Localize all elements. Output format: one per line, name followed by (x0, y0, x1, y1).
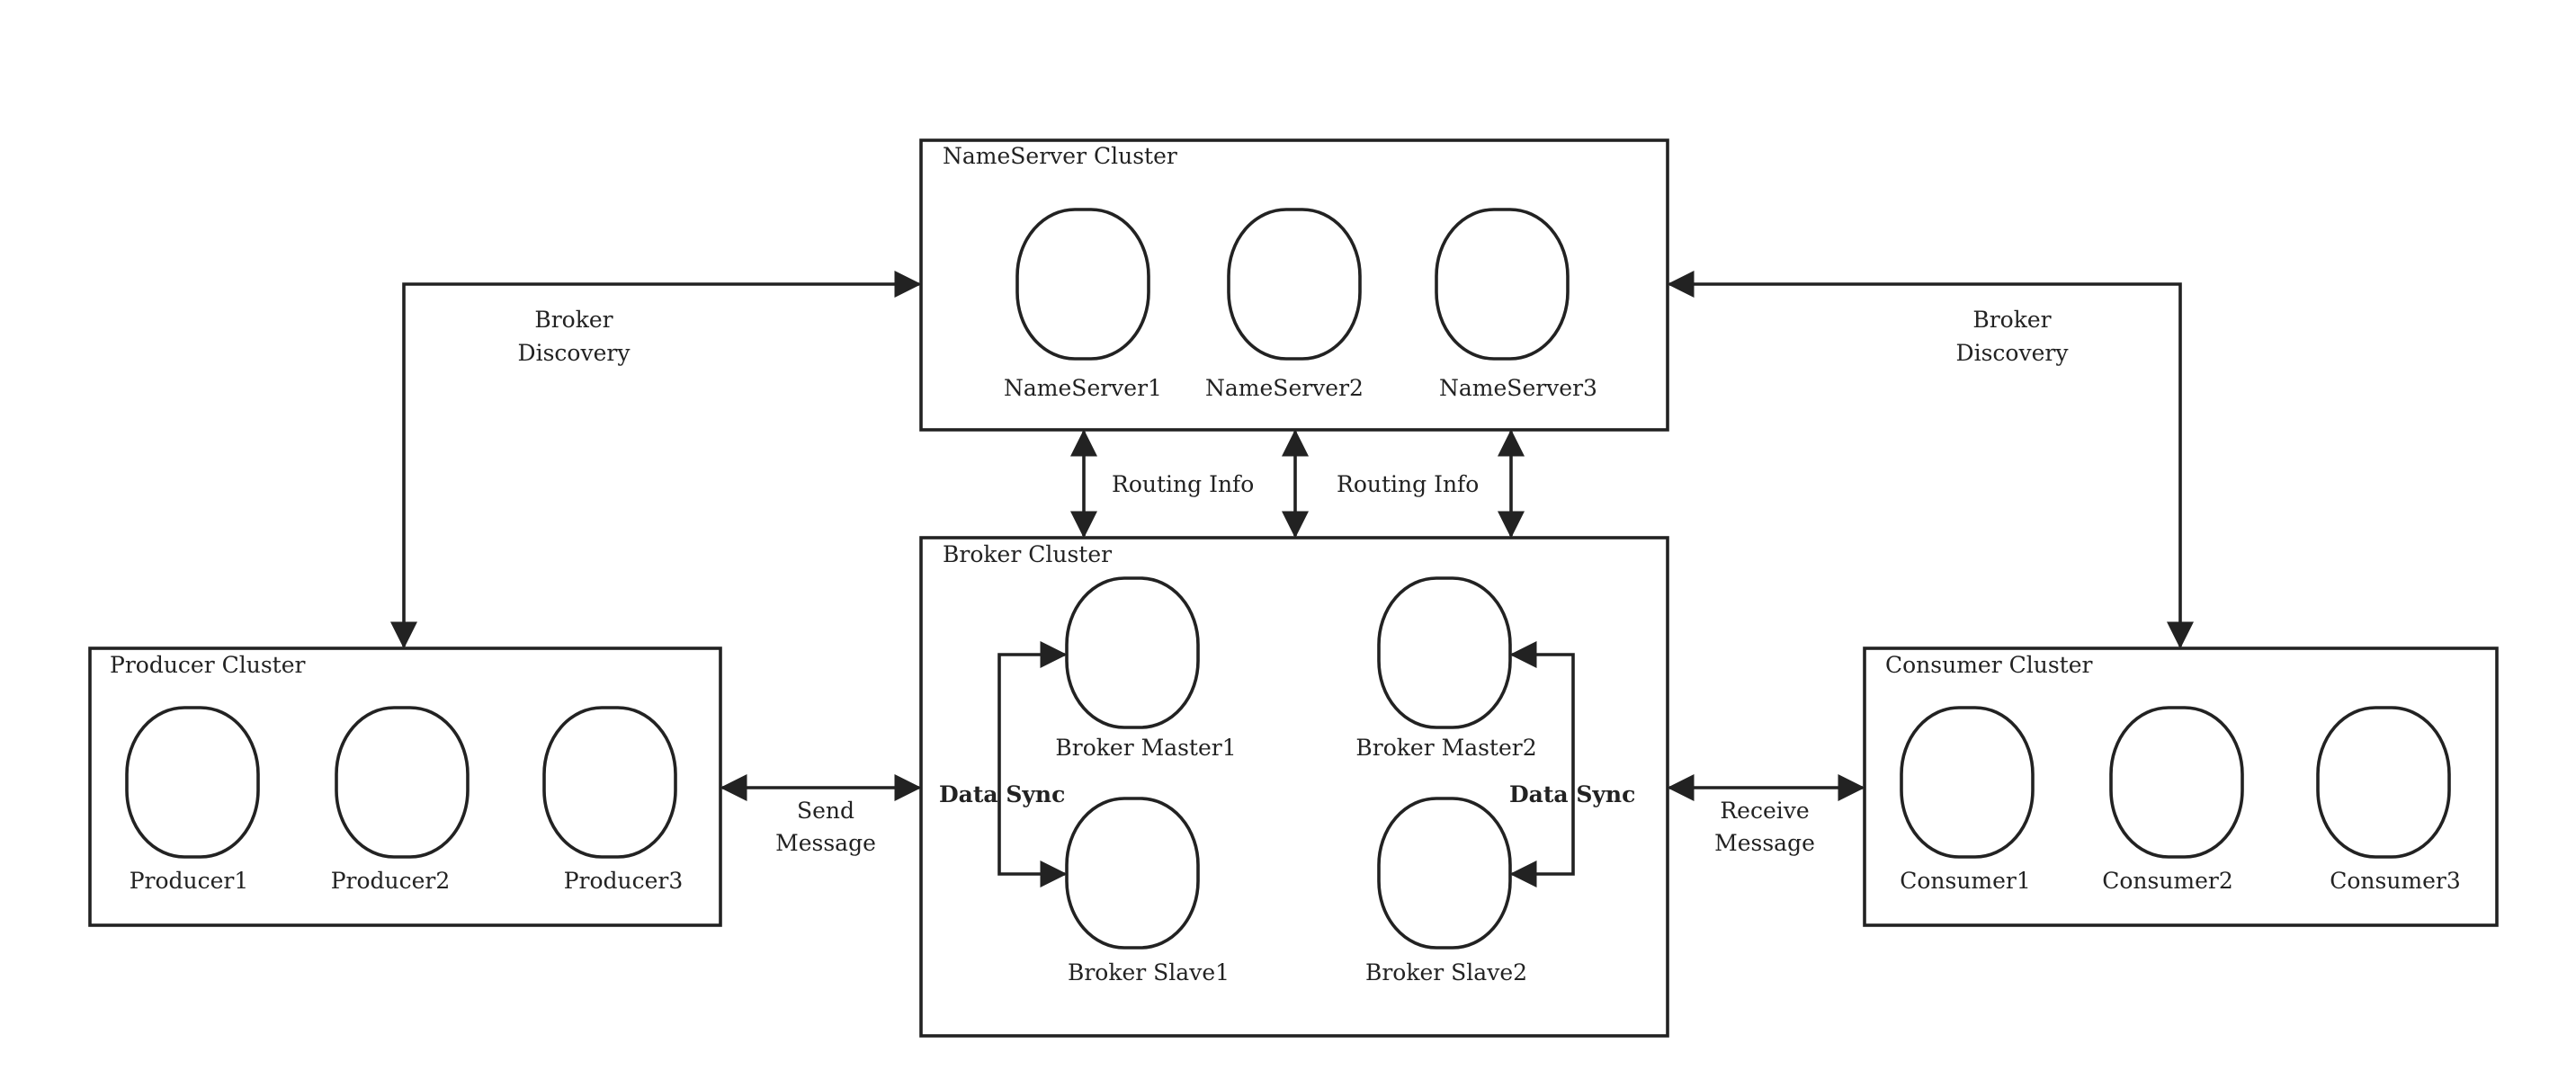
data-sync-left-edge (997, 641, 1068, 887)
producer2-node: Producer2 (331, 706, 470, 894)
receive-message-label-line1: Receive (1720, 798, 1809, 824)
producer3-node: Producer3 (542, 706, 684, 894)
producer2-label: Producer2 (331, 868, 451, 894)
producer1-label: Producer1 (130, 868, 249, 894)
consumer3-label: Consumer3 (2330, 868, 2461, 894)
broker-master1-label: Broker Master1 (1055, 735, 1236, 761)
broker-slave1-node: Broker Slave1 (1065, 797, 1230, 985)
receive-message-label-line2: Message (1714, 830, 1815, 856)
consumer-cluster-title: Consumer Cluster (1885, 652, 2093, 678)
consumer2-shape (2109, 706, 2244, 859)
broker-cluster-title: Broker Cluster (943, 541, 1112, 567)
broker-master2-node: Broker Master2 (1355, 576, 1537, 761)
producer1-shape (125, 706, 260, 859)
routing-info-label-1: Routing Info (1112, 471, 1254, 497)
data-sync-right-edge (1509, 641, 1575, 887)
producer-cluster-title: Producer Cluster (110, 652, 306, 678)
nameserver-cluster-title: NameServer Cluster (943, 143, 1177, 169)
data-sync-right-label: Data Sync (1509, 781, 1635, 807)
broker-discovery-right-label-line2: Discovery (1956, 340, 2070, 366)
producer-cluster: Producer Cluster Producer1 Producer2 Pro… (88, 647, 722, 927)
nameserver2-label: NameServer2 (1205, 375, 1364, 401)
nameserver1-label: NameServer1 (1004, 375, 1162, 401)
broker-master1-node: Broker Master1 (1055, 576, 1237, 761)
nameserver3-shape (1435, 208, 1570, 361)
send-message-label-line2: Message (775, 830, 876, 856)
broker-slave1-label: Broker Slave1 (1068, 959, 1230, 985)
send-message-label-line1: Send (797, 798, 854, 824)
broker-slave2-shape (1377, 797, 1512, 950)
nameserver-cluster: NameServer Cluster NameServer1 NameServe… (919, 138, 1669, 432)
consumer3-shape (2316, 706, 2451, 859)
nameserver1-node: NameServer1 (1004, 208, 1162, 401)
nameserver3-label: NameServer3 (1439, 375, 1597, 401)
broker-master1-shape (1065, 576, 1200, 729)
broker-cluster: Broker Cluster Broker Master1 Broker Mas… (919, 536, 1669, 1038)
nameserver2-node: NameServer2 (1205, 208, 1364, 401)
nameserver1-shape (1015, 208, 1150, 361)
broker-master2-shape (1377, 576, 1512, 729)
consumer1-node: Consumer1 (1900, 706, 2035, 894)
nameserver2-shape (1227, 208, 1362, 361)
consumer2-node: Consumer2 (2102, 706, 2244, 894)
consumer3-node: Consumer3 (2316, 706, 2461, 894)
broker-discovery-left-label-line2: Discovery (518, 340, 631, 366)
broker-discovery-right-edge (1667, 271, 2194, 649)
producer2-shape (335, 706, 470, 859)
consumer2-label: Consumer2 (2102, 868, 2233, 894)
broker-discovery-right-label-line1: Broker (1972, 307, 2051, 333)
producer1-node: Producer1 (125, 706, 260, 894)
broker-slave1-shape (1065, 797, 1200, 950)
broker-slave2-label: Broker Slave2 (1365, 959, 1527, 985)
consumer-cluster: Consumer Cluster Consumer1 Consumer2 Con… (1863, 647, 2499, 927)
producer3-label: Producer3 (564, 868, 684, 894)
broker-discovery-left-edge (390, 271, 922, 649)
routing-info-label-2: Routing Info (1337, 471, 1479, 497)
consumer1-shape (1900, 706, 2035, 859)
data-sync-left-label: Data Sync (939, 781, 1065, 807)
consumer1-label: Consumer1 (1900, 868, 2031, 894)
nameserver3-node: NameServer3 (1435, 208, 1597, 401)
broker-master2-label: Broker Master2 (1355, 735, 1536, 761)
producer3-shape (542, 706, 677, 859)
broker-discovery-left-label-line1: Broker (534, 307, 613, 333)
